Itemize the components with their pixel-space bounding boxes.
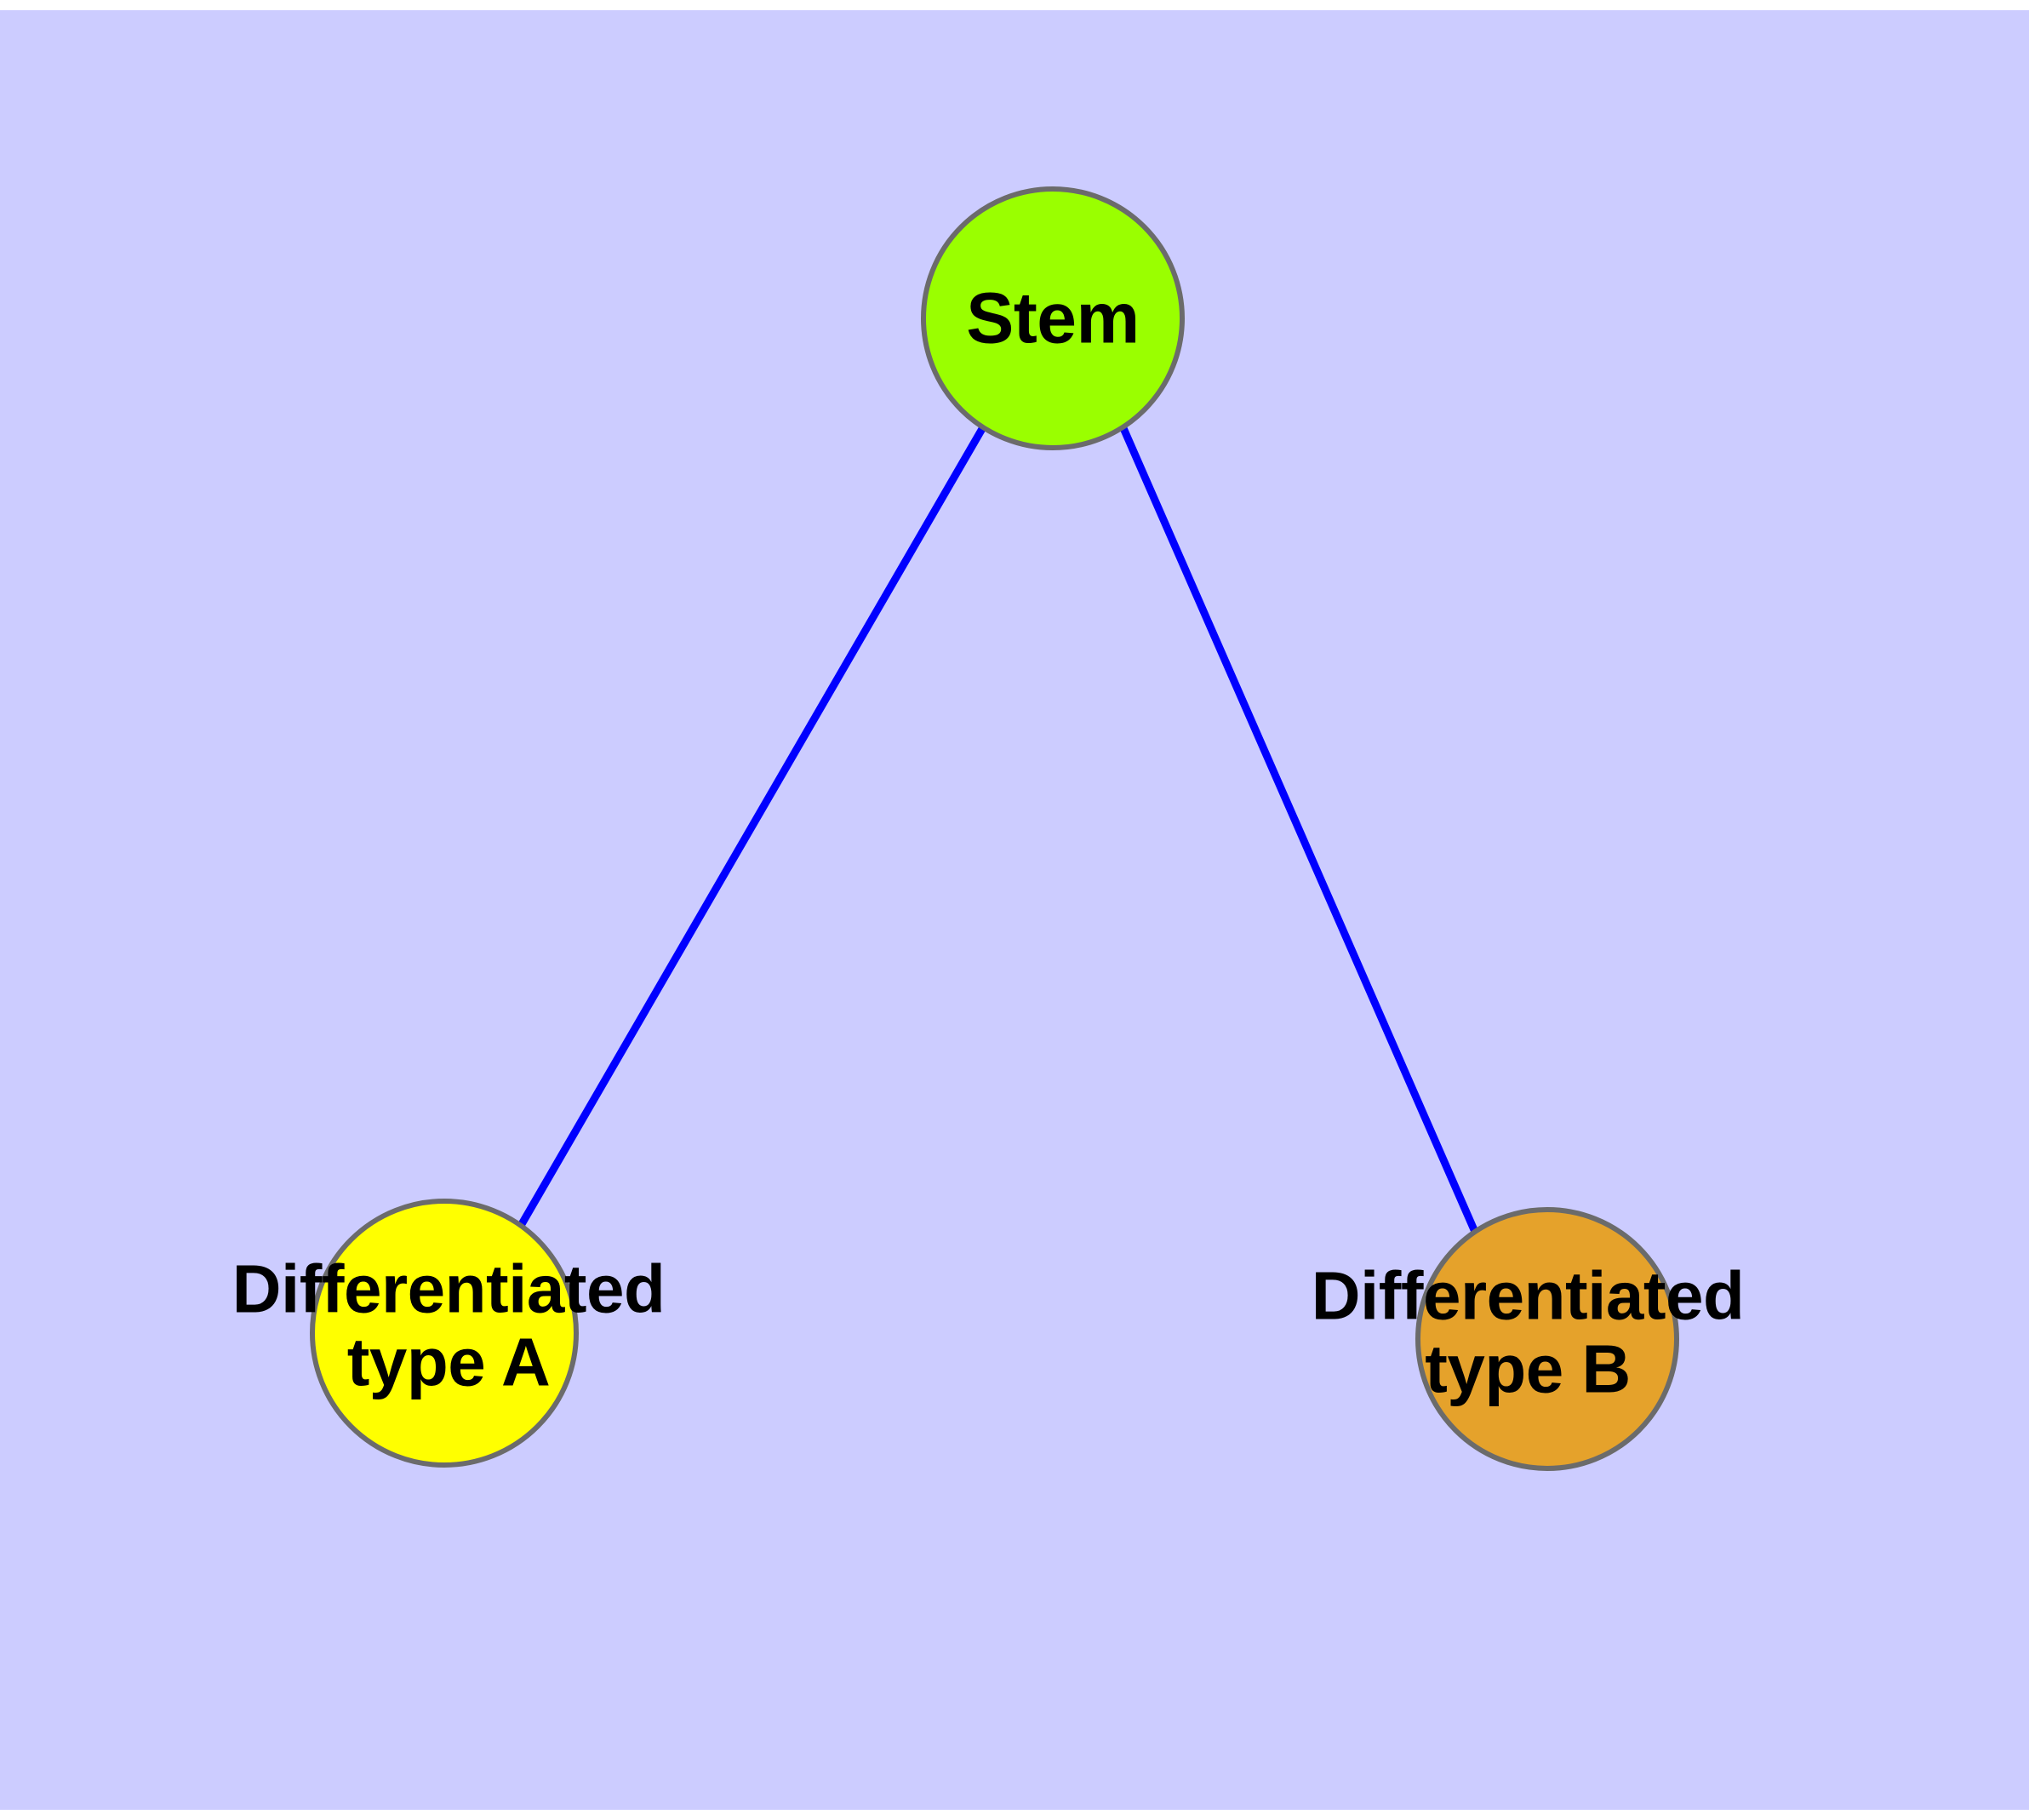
- edge-stem-to-diff-a[interactable]: [518, 425, 986, 1227]
- node-differentiated-type-b[interactable]: [1415, 1207, 1679, 1471]
- edge-group: [518, 425, 1479, 1233]
- node-group: [310, 186, 1679, 1471]
- edge-stem-to-diff-b[interactable]: [1119, 426, 1479, 1233]
- node-stem[interactable]: [921, 186, 1185, 450]
- node-differentiated-type-a[interactable]: [310, 1199, 579, 1468]
